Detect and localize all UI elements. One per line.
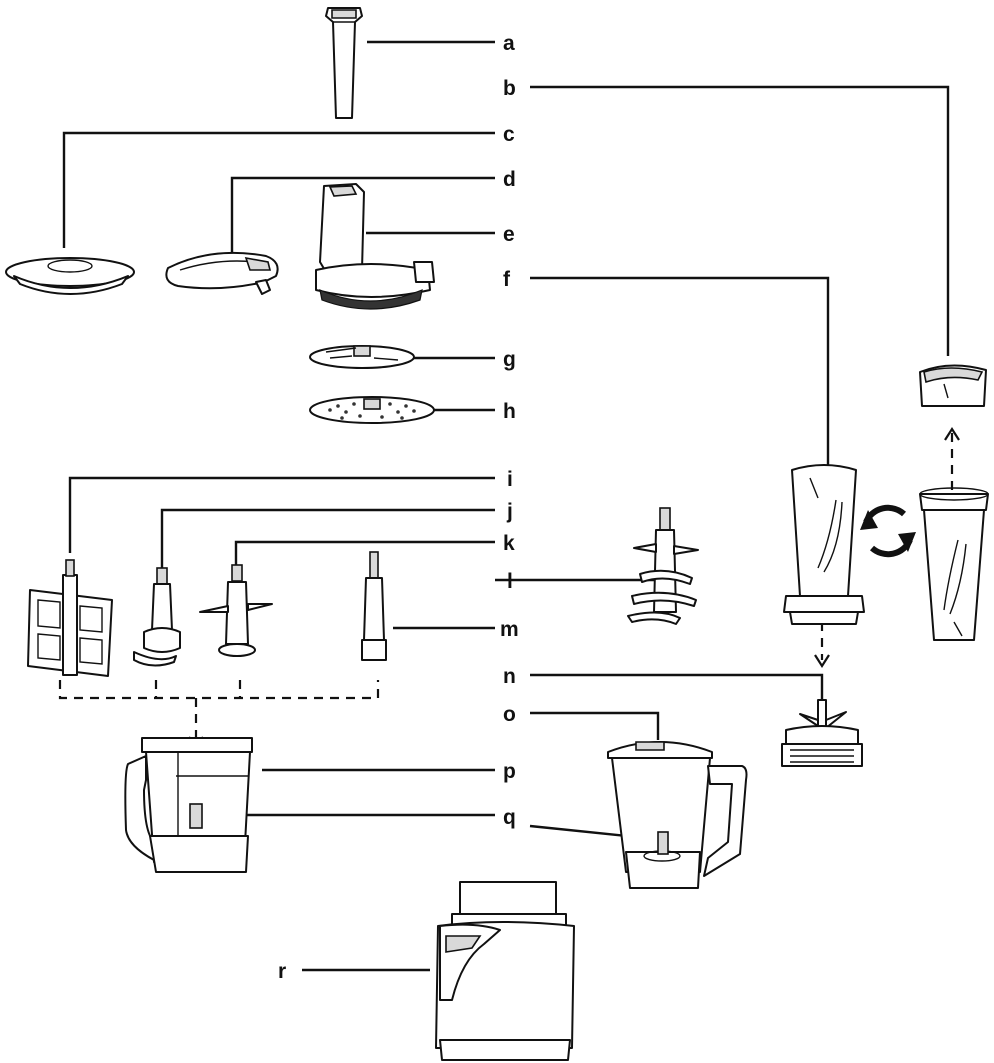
leader-lines	[62, 40, 950, 972]
leader-f	[530, 276, 830, 465]
down-arrow-icon	[814, 654, 830, 669]
leader-d	[230, 176, 495, 252]
attachment-bracket	[58, 680, 380, 700]
label-o: o	[503, 703, 516, 726]
leader-b	[530, 85, 950, 356]
label-r: r	[278, 960, 286, 983]
leader-n	[530, 673, 824, 700]
label-c: c	[503, 123, 515, 146]
label-f: f	[503, 268, 511, 291]
label-h: h	[503, 400, 516, 423]
motor-base	[435, 881, 575, 1061]
shredding-disc	[309, 396, 435, 424]
label-d: d	[503, 168, 516, 191]
letter-labels: a b c d e f g h i j k l m n o p q r	[278, 32, 519, 983]
label-i: i	[507, 468, 513, 491]
label-q: q	[503, 806, 516, 829]
chopping-lid	[165, 251, 279, 295]
label-n: n	[503, 665, 516, 688]
up-arrow-icon	[944, 426, 960, 441]
label-j: j	[506, 500, 513, 523]
spiral-dough-hook	[627, 507, 699, 625]
label-g: g	[503, 348, 516, 371]
blending-cup	[783, 464, 865, 625]
feed-chute-lid	[315, 183, 435, 310]
leader-o	[530, 711, 660, 740]
label-a: a	[503, 32, 515, 55]
spindle-adapter	[361, 551, 387, 661]
chopping-blade	[199, 564, 273, 657]
label-k: k	[503, 532, 515, 555]
leader-j	[160, 508, 495, 568]
dough-attachment	[27, 559, 113, 677]
label-p: p	[503, 760, 516, 783]
food-pusher	[325, 7, 363, 119]
label-b: b	[503, 77, 516, 100]
to-go-cup	[919, 487, 989, 641]
leader-i	[68, 476, 495, 553]
bowl-lid	[5, 257, 135, 295]
to-go-lid	[919, 364, 987, 407]
label-l: l	[507, 570, 513, 593]
leader-k	[234, 540, 495, 565]
rotate-arrows-icon	[860, 504, 916, 558]
label-m: m	[500, 618, 519, 641]
kneading-blade	[133, 567, 181, 667]
slicing-disc	[309, 345, 415, 369]
processor-bowl	[124, 737, 253, 873]
extractor-blade-assembly	[781, 699, 863, 767]
blender-pitcher	[607, 741, 748, 889]
label-e: e	[503, 223, 515, 246]
leader-c	[62, 131, 495, 248]
